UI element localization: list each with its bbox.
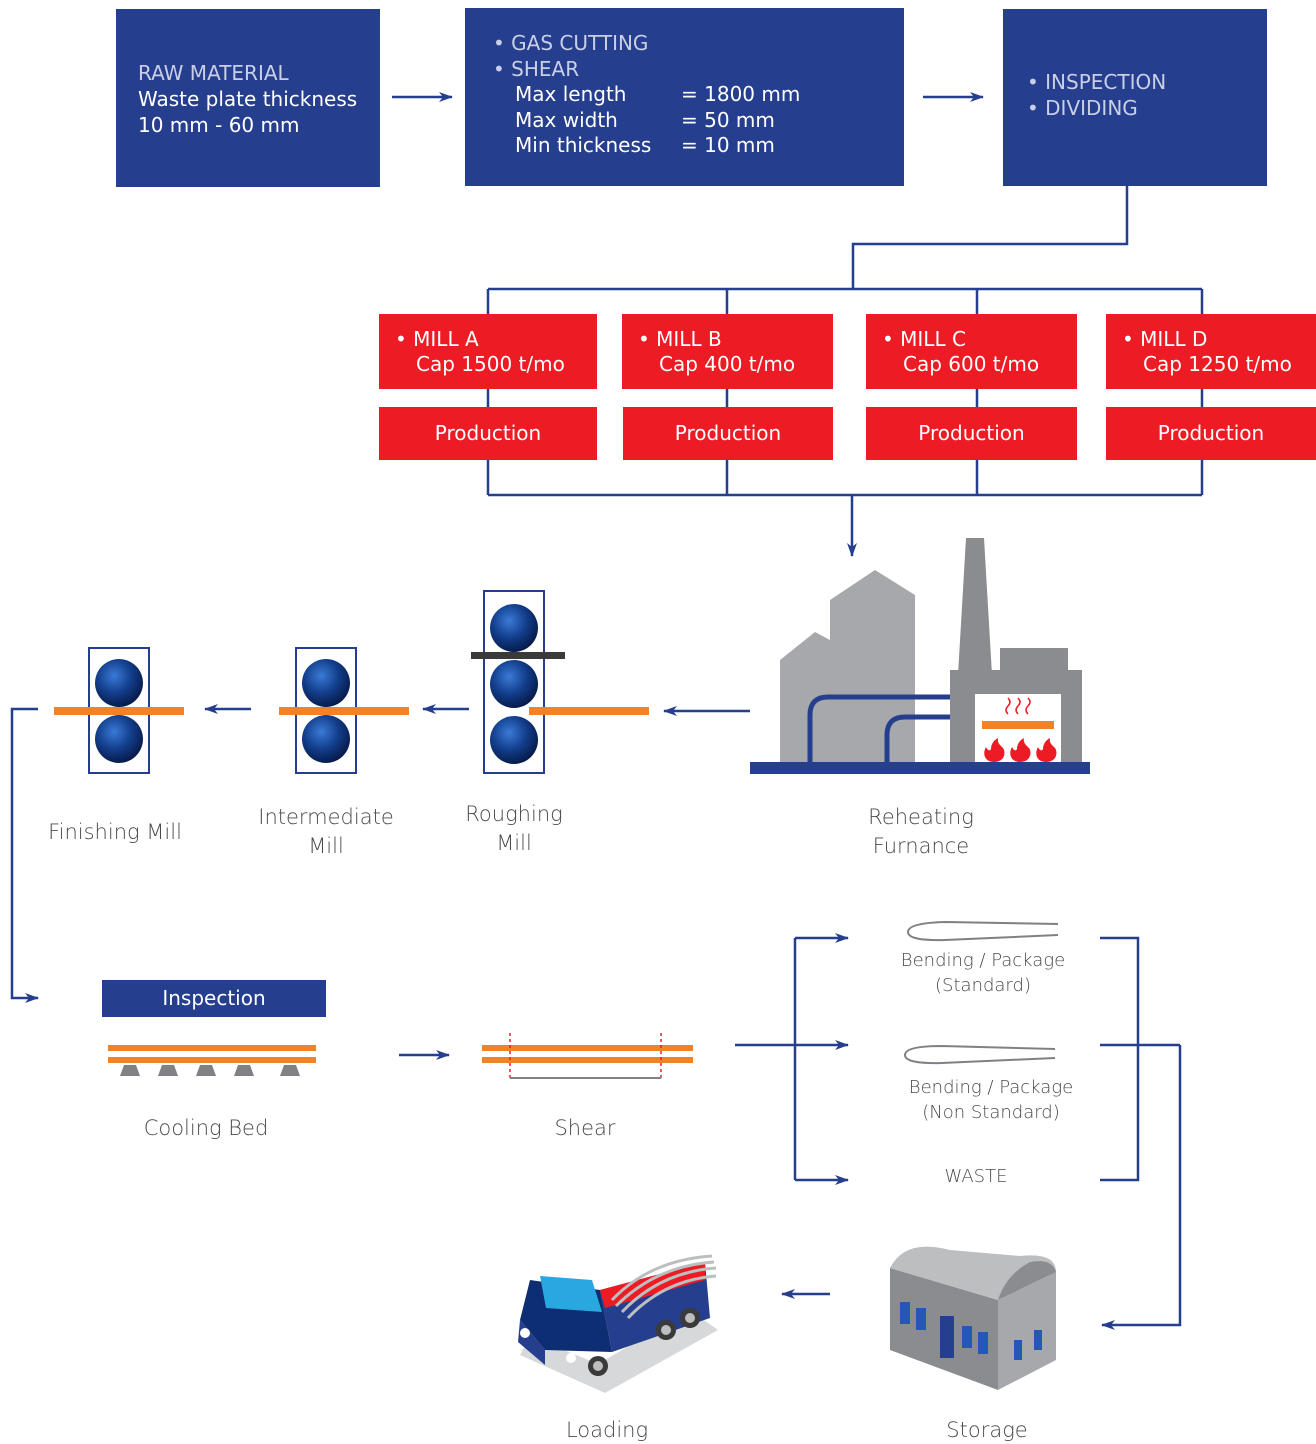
roller-icon — [95, 659, 143, 707]
dividing-item: • DIVIDING — [1027, 96, 1138, 120]
bent-bar-icon — [903, 1044, 1056, 1065]
roller-icon — [490, 604, 538, 652]
inspection-label-box: Inspection — [102, 980, 326, 1017]
roughing-line1: Roughing — [465, 802, 563, 826]
loading-text: Loading — [565, 1418, 649, 1442]
spec-label: Max length — [515, 82, 627, 106]
arrow-finishing-to-cooling — [10, 707, 39, 1003]
mill-name: • MILL D — [1122, 327, 1208, 351]
roller-icon — [302, 715, 350, 763]
finishing-mill-label: Finishing Mill — [20, 818, 210, 846]
shear-output-lines — [735, 933, 849, 1185]
shear-item: • SHEAR — [493, 56, 580, 81]
finishing-mill-text: Finishing Mill — [48, 820, 182, 844]
shear-label: Shear — [525, 1114, 645, 1142]
reheating-furnace-label: Reheating Furnance — [821, 803, 1021, 861]
raw-material-line2: 10 mm - 60 mm — [138, 113, 300, 137]
mill-distribution-lines — [486, 186, 1204, 557]
warehouse-icon — [890, 1246, 1056, 1390]
heat-wave-icon — [1005, 697, 1031, 715]
spec-row-width: Max width = 50 mm — [493, 108, 904, 134]
production-c-box: Production — [866, 407, 1077, 460]
mill-name: • MILL C — [882, 327, 966, 351]
inspection-item: • INSPECTION — [1027, 70, 1167, 94]
bending-standard-label: Bending / Package (Standard) — [883, 948, 1083, 998]
loading-label: Loading — [537, 1416, 677, 1444]
roller-icon — [490, 660, 538, 708]
bending-nonstandard-line2: (Non Standard) — [922, 1102, 1060, 1123]
finishing-mill-icon — [54, 647, 184, 774]
storage-text: Storage — [946, 1418, 1028, 1442]
intermediate-mill-icon — [279, 647, 409, 774]
waste-text: WASTE — [944, 1166, 1008, 1187]
intermediate-mill-label: Intermediate Mill — [226, 803, 426, 861]
spec-row-length: Max length = 1800 mm — [493, 82, 904, 108]
intermediate-line1: Intermediate — [258, 805, 394, 829]
bending-standard-line1: Bending / Package — [900, 950, 1066, 971]
storage-label: Storage — [917, 1416, 1057, 1444]
truck-icon — [518, 1254, 718, 1393]
roughing-mill-label: Roughing Mill — [434, 800, 594, 858]
reheating-line2: Furnance — [872, 834, 970, 858]
intermediate-line2: Mill — [308, 834, 344, 858]
mill-capacity: Cap 600 t/mo — [903, 352, 1040, 376]
bent-bar-icon — [906, 920, 1059, 942]
raw-material-box: RAW MATERIAL Waste plate thickness 10 mm… — [116, 9, 380, 187]
outputs-to-storage-lines — [1100, 936, 1182, 1330]
cutting-box: • GAS CUTTING • SHEAR Max length = 1800 … — [465, 8, 904, 186]
cooling-bed-label: Cooling Bed — [106, 1114, 306, 1142]
spec-label: Min thickness — [515, 133, 652, 157]
reheating-line1: Reheating — [868, 805, 974, 829]
mill-capacity: Cap 1500 t/mo — [416, 352, 565, 376]
gas-cutting-item: • GAS CUTTING — [493, 31, 649, 55]
production-a-box: Production — [379, 407, 597, 460]
mill-b-box: • MILL B Cap 400 t/mo — [622, 314, 833, 389]
factory-icon — [750, 538, 1090, 774]
mill-name: • MILL A — [395, 327, 479, 351]
roller-icon — [95, 715, 143, 763]
bending-nonstandard-line1: Bending / Package — [908, 1077, 1074, 1098]
spec-label: Max width — [515, 107, 618, 132]
waste-label: WASTE — [916, 1164, 1036, 1189]
spec-value: = 10 mm — [681, 133, 775, 157]
roller-icon — [302, 659, 350, 707]
shear-text: Shear — [554, 1116, 616, 1140]
flame-icon — [984, 738, 1057, 762]
roller-icon — [490, 716, 538, 764]
spec-value: = 1800 mm — [681, 82, 801, 106]
bending-nonstandard-label: Bending / Package (Non Standard) — [891, 1075, 1091, 1125]
production-b-box: Production — [623, 407, 833, 460]
spec-row-thickness: Min thickness = 10 mm — [493, 133, 904, 159]
bending-standard-line2: (Standard) — [935, 975, 1031, 996]
roughing-mill-icon — [471, 590, 649, 774]
raw-material-title: RAW MATERIAL — [138, 61, 289, 85]
cooling-bed-icon — [108, 1045, 316, 1076]
spec-value: = 50 mm — [681, 107, 775, 132]
mill-d-box: • MILL D Cap 1250 t/mo — [1106, 314, 1316, 389]
mill-name: • MILL B — [638, 327, 722, 351]
roughing-line2: Mill — [496, 831, 532, 855]
mill-a-box: • MILL A Cap 1500 t/mo — [379, 314, 597, 389]
mill-c-box: • MILL C Cap 600 t/mo — [866, 314, 1077, 389]
production-d-box: Production — [1106, 407, 1316, 460]
cooling-bed-text: Cooling Bed — [143, 1116, 269, 1140]
inspection-dividing-box: • INSPECTION • DIVIDING — [1003, 9, 1267, 186]
raw-material-line1: Waste plate thickness — [138, 87, 358, 111]
mill-capacity: Cap 400 t/mo — [659, 352, 796, 376]
mill-capacity: Cap 1250 t/mo — [1143, 352, 1292, 376]
shear-icon — [482, 1033, 693, 1079]
